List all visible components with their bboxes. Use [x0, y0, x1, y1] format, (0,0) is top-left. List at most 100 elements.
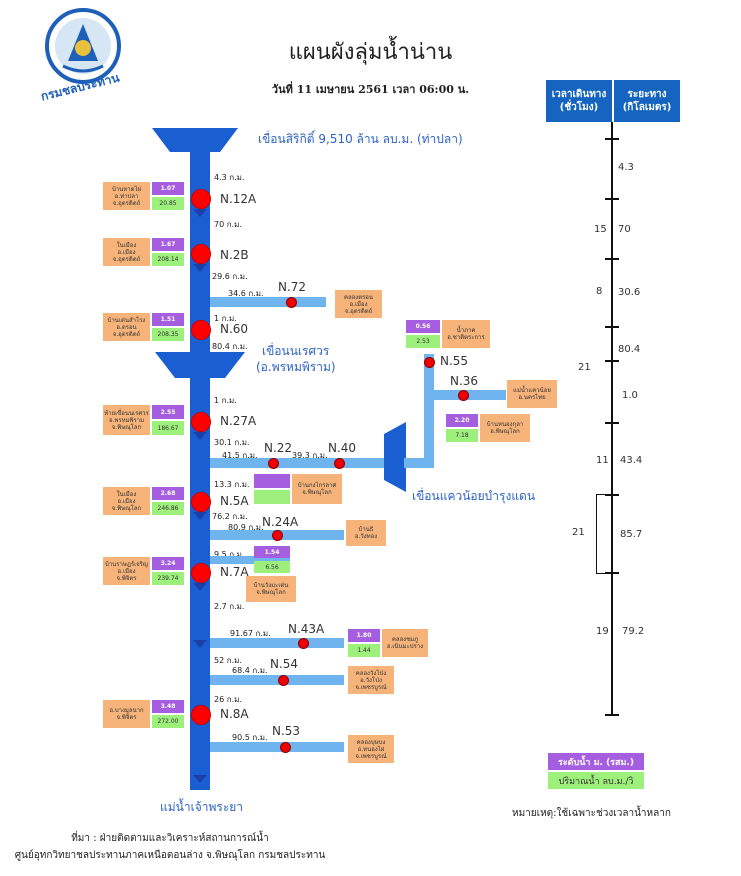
- station-kong-location: บ้านกงไกรลาศจ.พิษณุโลก: [292, 474, 342, 504]
- station-n55-marker[interactable]: [424, 357, 435, 368]
- timeline-distance: 43.4: [620, 455, 643, 466]
- flow-arrow: [193, 264, 207, 272]
- station-n7a-level: 3.24: [152, 557, 184, 570]
- station-n24a-location: บ้านธิอ.วังทอง: [346, 520, 386, 546]
- station-n12a-marker[interactable]: [191, 189, 211, 209]
- timeline-distance: 80.4: [618, 344, 641, 355]
- station-n43a-code: N.43A: [288, 622, 325, 636]
- station-n27a-code: N.27A: [220, 414, 257, 428]
- station-n5a-location: ในเมืองอ.เมืองจ.พิษณุโลก: [103, 487, 150, 515]
- khwae-noi-dam-label: เขื่อนแควน้อยบำรุงแดน: [412, 489, 536, 503]
- station-n36-location-2: บ้านหนองกุลาอ.พิษณุโลก: [480, 414, 530, 442]
- timeline-time: 11: [596, 455, 609, 466]
- station-n7a-side-location: บ้านวังมะเด่นจ.พิษณุโลก: [246, 576, 296, 602]
- station-n2b-level: 1.67: [152, 238, 184, 251]
- station-n7a-marker[interactable]: [191, 563, 211, 583]
- station-n72-marker[interactable]: [286, 297, 297, 308]
- station-n8a-code: N.8A: [220, 707, 249, 721]
- station-n43a-marker[interactable]: [298, 638, 309, 649]
- station-n2b-flow: 208.14: [152, 253, 184, 266]
- station-n7a-code: N.7A: [220, 565, 249, 579]
- timeline-bracket: [596, 494, 607, 574]
- km-label: 91.67 ก.ม.: [230, 629, 271, 638]
- station-n22-marker[interactable]: [268, 458, 279, 469]
- station-n36-level: 2.20: [446, 414, 478, 427]
- station-n43a-flow: 1.44: [348, 644, 380, 657]
- station-n60-marker[interactable]: [191, 320, 211, 340]
- legend-level: ระดับน้ำ ม. (รสม.): [548, 753, 644, 770]
- timeline-tick: [605, 326, 619, 328]
- station-n27a-level: 2.55: [152, 405, 184, 419]
- km-label: 39.3 ก.ม.: [292, 451, 328, 460]
- tributary-n54: [210, 675, 344, 685]
- station-n55-code: N.55: [440, 354, 469, 368]
- station-n24a-marker[interactable]: [272, 530, 283, 541]
- legend-note: หมายเหตุ:ใช้เฉพาะช่วงเวลาน้ำหลาก: [512, 808, 671, 819]
- station-n5a-flow: 246.86: [152, 502, 184, 515]
- timeline-axis: [611, 122, 613, 716]
- station-n55-location: น้ำภาคอ.ชาติตระการ: [442, 320, 490, 348]
- legend-flow: ปริมาณน้ำ ลบ.ม./วิ: [548, 772, 644, 789]
- timeline-header-time: เวลาเดินทาง (ชั่วโมง): [546, 80, 612, 122]
- km-label: 90.5 ก.ม.: [232, 733, 268, 742]
- station-n36-marker[interactable]: [458, 390, 469, 401]
- timeline-header-distance: ระยะทาง (กิโลเมตร): [614, 80, 680, 122]
- station-n27a-marker[interactable]: [191, 412, 211, 432]
- station-n54-marker[interactable]: [278, 675, 289, 686]
- timeline-tick: [605, 422, 619, 424]
- naresuan-dam-label-2: (อ.พรหมพิราม): [256, 360, 336, 374]
- km-label: 70 ก.ม.: [214, 220, 242, 229]
- station-n60-code: N.60: [220, 322, 249, 336]
- station-n5a-level: 2.68: [152, 487, 184, 500]
- tributary-n53: [210, 742, 344, 752]
- flow-arrow: [193, 512, 207, 520]
- timeline-time: 21: [572, 527, 585, 538]
- km-label: 80.4 ก.ม.: [212, 342, 248, 351]
- timeline-tick: [605, 494, 619, 496]
- station-n36-code: N.36: [450, 374, 479, 388]
- timeline-distance: 85.7: [620, 529, 643, 540]
- naresuan-dam-icon: [155, 352, 245, 378]
- km-label: 9.5 ก.ม.: [214, 550, 245, 559]
- timeline-distance: 30.6: [618, 287, 641, 298]
- station-n12a-location: บ้านหาดไผ่อ.ท่าปลาจ.อุตรดิตถ์: [103, 182, 150, 210]
- km-label: 1 ก.ม.: [214, 314, 237, 323]
- station-n36-location: แม่น้ำแควน้อยอ.นครไทย: [507, 380, 557, 408]
- timeline-time: 15: [594, 224, 607, 235]
- station-n7a-side-level: 1.54: [254, 546, 290, 558]
- station-n2b-location: ในเมืองอ.เมืองจ.อุตรดิตถ์: [103, 238, 150, 266]
- km-label: 41.5 ก.ม.: [222, 451, 258, 460]
- km-label: 52 ก.ม.: [214, 656, 242, 665]
- flow-arrow: [193, 432, 207, 440]
- km-label: 30.1 ก.ม.: [214, 438, 250, 447]
- station-n40-marker[interactable]: [334, 458, 345, 469]
- station-n53-code: N.53: [272, 724, 301, 738]
- timeline-distance: 70: [618, 224, 631, 235]
- station-n7a-location: บ้านราษฎร์เจริญอ.เมืองจ.พิจิตร: [103, 557, 150, 585]
- tributary-n43a: [210, 638, 344, 648]
- km-label: 26 ก.ม.: [214, 695, 242, 704]
- station-n72-code: N.72: [278, 280, 307, 294]
- station-n12a-level: 1.07: [152, 182, 184, 195]
- tributary-upper-vertical: [424, 354, 434, 468]
- timeline-distance: 1.0: [622, 390, 638, 401]
- flow-arrow: [193, 640, 207, 648]
- station-n8a-flow: 272.00: [152, 715, 184, 728]
- sirikit-dam-label: เขื่อนสิริกิติ์ 9,510 ล้าน ลบ.ม. (ท่าปลา…: [258, 132, 463, 146]
- tributary-n7a-side: [210, 556, 290, 564]
- timeline-tick: [605, 138, 619, 140]
- km-label: 76.2 ก.ม.: [212, 512, 248, 521]
- station-n36-flow: 7.18: [446, 429, 478, 442]
- station-n22-code: N.22: [264, 441, 293, 455]
- footer-source: ที่มา : ฝ่ายติดตามและวิเคราะห์สถานการณ์น…: [71, 833, 269, 844]
- station-n5a-marker[interactable]: [191, 492, 211, 512]
- station-n2b-marker[interactable]: [191, 244, 211, 264]
- km-label: 2.7 ก.ม.: [214, 602, 245, 611]
- km-label: 4.3 ก.ม.: [214, 173, 245, 182]
- flow-arrow: [193, 583, 207, 591]
- station-n53-marker[interactable]: [280, 742, 291, 753]
- station-n8a-marker[interactable]: [191, 705, 211, 725]
- station-n40-code: N.40: [328, 441, 357, 455]
- station-n7a-flow: 239.74: [152, 572, 184, 585]
- station-n27a-flow: 186.67: [152, 421, 184, 435]
